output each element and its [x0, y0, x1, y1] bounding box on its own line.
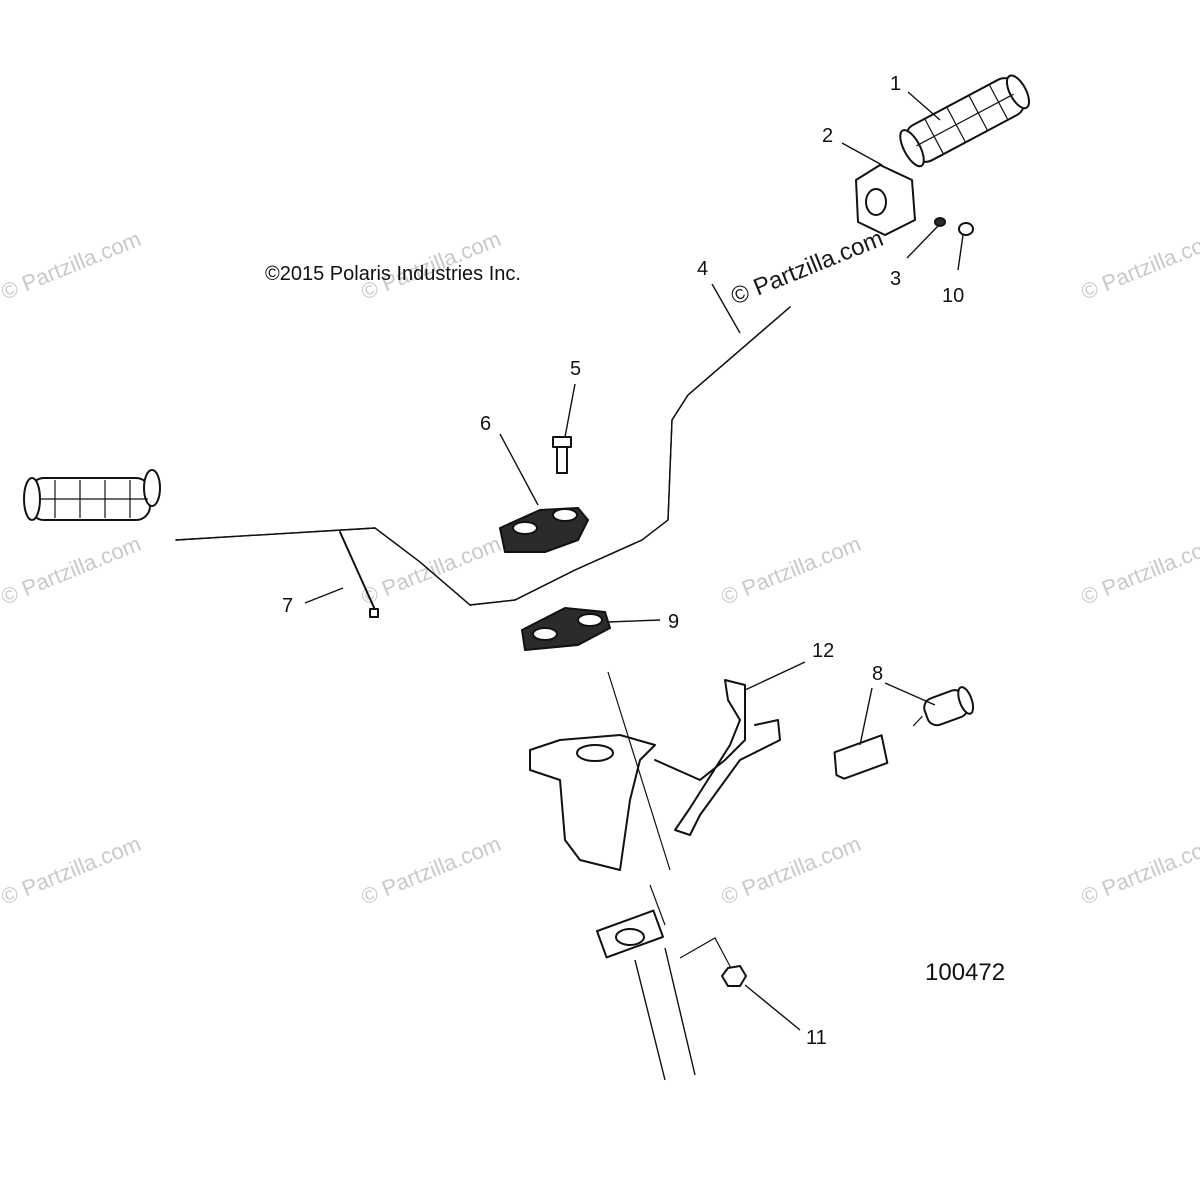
callout-3: 3	[890, 268, 901, 290]
mounting-bracket	[529, 679, 781, 871]
callout-9: 9	[668, 611, 679, 633]
watermark: © Partzilla.com	[0, 831, 144, 910]
upper-clamp	[499, 507, 589, 553]
sleeves	[833, 686, 975, 780]
watermark: © Partzilla.com	[0, 226, 144, 305]
watermark: © Partzilla.com	[718, 831, 865, 910]
left-grip	[23, 469, 161, 521]
callout-4: 4	[697, 258, 708, 280]
watermark: © Partzilla.com	[1078, 831, 1200, 910]
nut	[721, 965, 747, 987]
watermark: © Partzilla.com	[1078, 226, 1200, 305]
callout-1: 1	[890, 73, 901, 95]
watermark-center: © Partzilla.com	[727, 225, 887, 311]
watermark: © Partzilla.com	[358, 831, 505, 910]
cable-tie	[339, 531, 379, 618]
watermark: © Partzilla.com	[358, 531, 505, 610]
callout-11: 11	[806, 1027, 827, 1049]
bolt	[552, 436, 572, 474]
callout-8: 8	[872, 663, 883, 685]
bar-end-weight	[855, 164, 916, 236]
handlebar	[175, 306, 791, 606]
watermark: © Partzilla.com	[718, 531, 865, 610]
callout-12: 12	[812, 640, 834, 662]
steering-post	[596, 671, 733, 1081]
callout-10: 10	[942, 285, 964, 307]
callout-2: 2	[822, 125, 833, 147]
callouts: 1 2 3 4 5 6 7 8 9 10 11 12	[282, 73, 964, 1049]
callout-6: 6	[480, 413, 491, 435]
watermark: © Partzilla.com	[0, 531, 144, 610]
lower-clamp	[521, 607, 611, 651]
right-grip	[899, 74, 1030, 168]
callout-5: 5	[570, 358, 581, 380]
cap	[958, 222, 974, 236]
leader-lines	[304, 91, 964, 1031]
watermark: © Partzilla.com	[1078, 531, 1200, 610]
diagram-number: 100472	[925, 959, 1005, 986]
callout-7: 7	[282, 595, 293, 617]
pin	[934, 217, 946, 227]
copyright-text: ©2015 Polaris Industries Inc.	[265, 263, 521, 285]
